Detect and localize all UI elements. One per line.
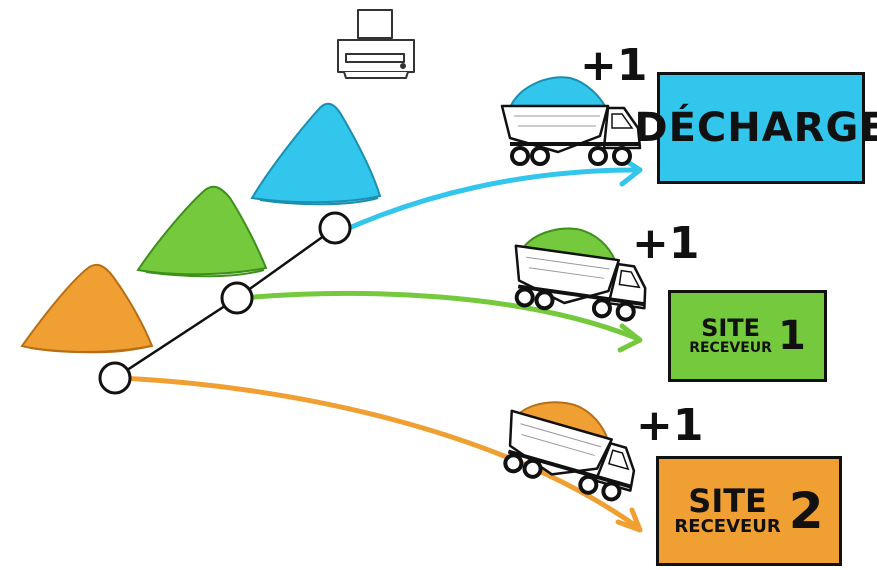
destination-site1-number: 1 xyxy=(777,313,806,359)
soil-pile-orange xyxy=(20,263,154,354)
destination-site1-word: SITE xyxy=(701,314,761,343)
destination-decharge-box: DÉCHARGE xyxy=(634,72,877,184)
destination-site2-sub: RECEVEUR xyxy=(674,516,781,538)
increment-label-site1: +1 xyxy=(632,218,700,269)
destination-site1-box: SITE RECEVEUR 1 xyxy=(668,290,827,382)
flow-node-orange xyxy=(98,361,132,395)
flow-arrow-blue xyxy=(337,155,643,235)
flow-arrow-green xyxy=(239,291,643,353)
flow-arrow-orange xyxy=(117,375,643,533)
printer-icon xyxy=(337,9,415,79)
flow-node-green xyxy=(220,281,254,315)
destination-site1-sub: RECEVEUR xyxy=(689,340,772,357)
dump-truck-icon-blue xyxy=(500,76,642,166)
destination-decharge-label: DÉCHARGE xyxy=(634,105,877,151)
destination-site2-number: 2 xyxy=(788,482,824,540)
increment-label-decharge: +1 xyxy=(580,40,648,91)
dump-truck-icon-orange xyxy=(503,401,636,502)
dump-truck-icon-green xyxy=(514,227,647,322)
destination-site2-word: SITE xyxy=(688,481,767,520)
soil-pile-blue xyxy=(250,102,382,206)
flow-node-blue xyxy=(318,211,352,245)
soil-pile-green xyxy=(136,185,268,278)
destination-site2-box: SITE RECEVEUR 2 xyxy=(656,456,842,566)
increment-label-site2: +1 xyxy=(636,400,704,451)
